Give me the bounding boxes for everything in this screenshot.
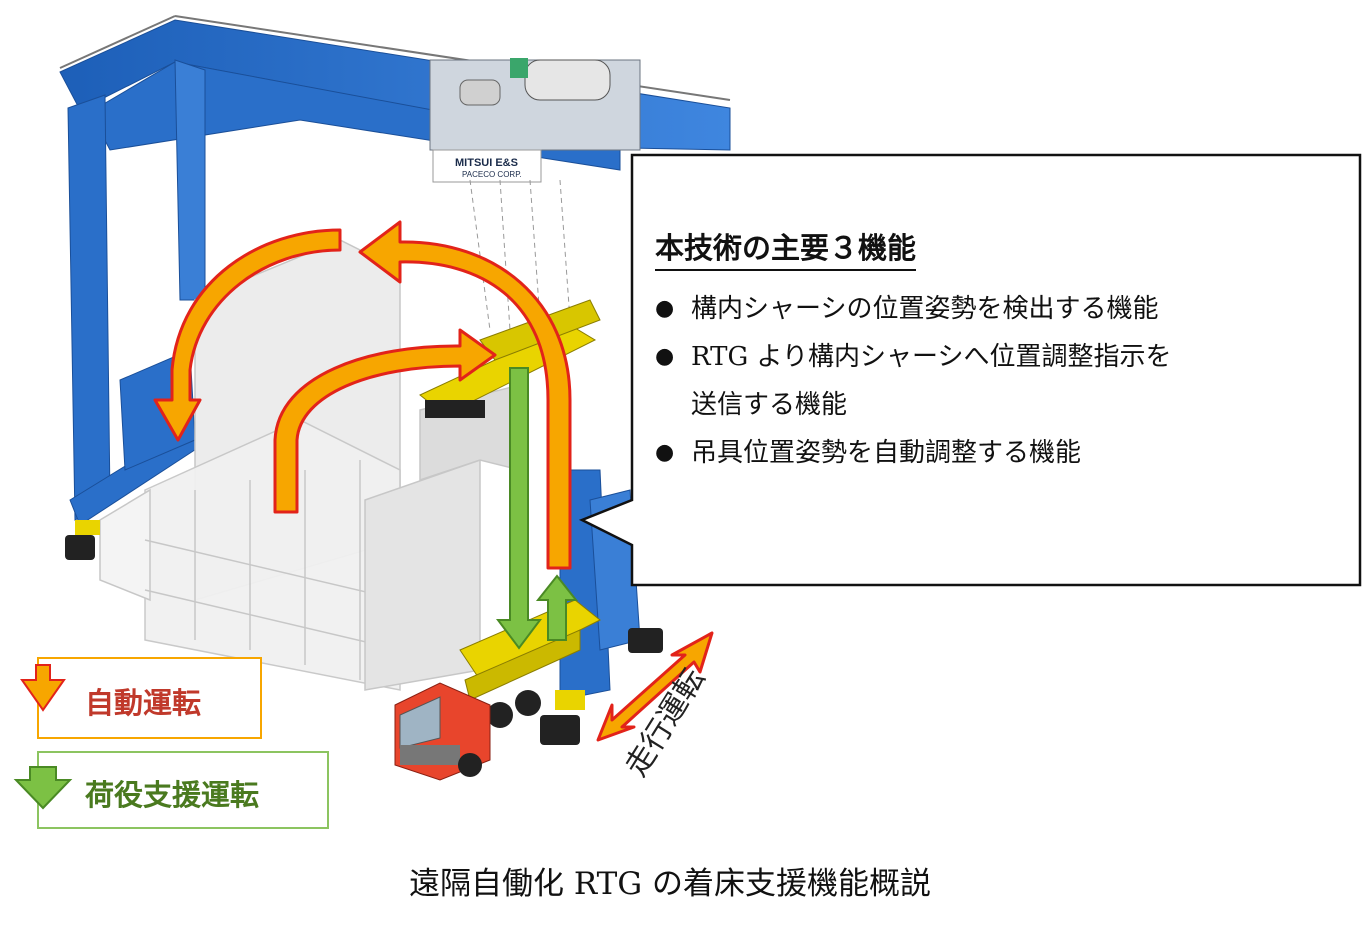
- truck-cab: [394, 682, 491, 781]
- legend-assist-label: 荷役支援運転: [85, 778, 260, 812]
- callout-content: 本技術の主要３機能 構内シャーシの位置姿勢を検出する機能 RTG より構内シャー…: [655, 225, 1345, 477]
- hoist-ropes: [469, 179, 571, 331]
- callout-title: 本技術の主要３機能: [655, 225, 917, 271]
- crane-logo-line2: PACECO CORP.: [462, 170, 522, 179]
- legend-auto-label: 自動運転: [85, 686, 202, 720]
- legend-assist-icon: [13, 766, 73, 810]
- callout-item: 吊具位置姿勢を自動調整する機能: [655, 429, 1345, 477]
- travel-arrow: [596, 631, 714, 742]
- auto-arrows: [153, 220, 572, 570]
- legend-auto-icon: [20, 664, 66, 712]
- figure-caption: 遠隔自働化 RTG の着床支援機能概説: [409, 866, 931, 902]
- callout-item: 構内シャーシの位置姿勢を検出する機能: [655, 285, 1345, 333]
- crane-logo-line1: MITSUI E&S: [455, 157, 518, 169]
- legend-auto-box: [37, 657, 262, 739]
- callout-item-continued: 送信する機能: [691, 390, 848, 420]
- crane-structure: [59, 15, 731, 701]
- assist-arrows: [496, 367, 579, 650]
- callout-item: RTG より構内シャーシへ位置調整指示を: [655, 333, 1345, 381]
- crane-wheels: [65, 520, 663, 745]
